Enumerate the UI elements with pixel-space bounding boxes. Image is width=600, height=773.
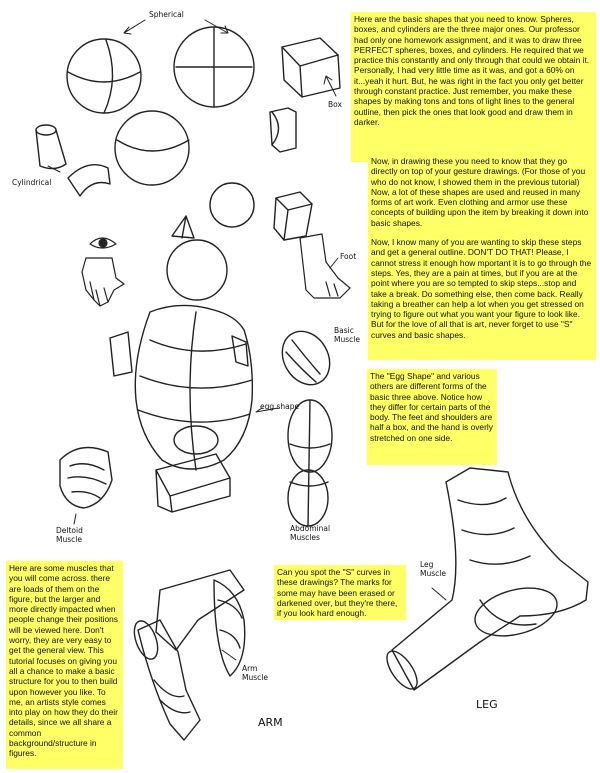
hand-sketch bbox=[81, 257, 125, 307]
small-pyramid-sketch bbox=[171, 215, 195, 239]
box-sketch-1 bbox=[281, 37, 341, 98]
note-gesture-drawings: Now, in drawing these you need to know t… bbox=[368, 154, 596, 360]
note-gesture-para-1: Now, in drawing these you need to know t… bbox=[371, 156, 589, 228]
label-box: Box bbox=[328, 100, 342, 109]
small-box-sketch bbox=[273, 191, 313, 241]
small-sphere-sketch bbox=[209, 182, 255, 228]
foot-sketch bbox=[299, 233, 351, 299]
arm-sketch bbox=[133, 569, 246, 741]
label-basic-muscle: Basic Muscle bbox=[334, 326, 360, 344]
cylinder-sketch-2 bbox=[67, 164, 111, 197]
label-deltoid: Deltoid Muscle bbox=[56, 526, 83, 544]
label-abdominal: Abdominal Muscles bbox=[290, 524, 331, 542]
label-foot: Foot bbox=[340, 252, 357, 261]
cylinder-sketch-1 bbox=[35, 124, 67, 170]
deltoid-sketch bbox=[59, 446, 113, 509]
abdominal-sketch bbox=[287, 399, 333, 527]
label-cylindrical: Cylindrical bbox=[12, 178, 52, 187]
note-basic-shapes-text: Here are the basic shapes that you need … bbox=[354, 14, 590, 127]
eye-sketch bbox=[89, 237, 117, 249]
label-spherical: Spherical bbox=[149, 10, 184, 19]
note-egg-shape: The "Egg Shape" and various others are d… bbox=[367, 369, 497, 465]
label-leg: LEG bbox=[476, 698, 498, 711]
note-s-curves-text: Can you spot the "S" curves in these dra… bbox=[277, 567, 398, 619]
note-muscles: Here are some muscles that you will come… bbox=[6, 561, 123, 769]
leg-sketch bbox=[386, 467, 589, 691]
sphere-sketch-3 bbox=[114, 110, 190, 186]
note-s-curves: Can you spot the "S" curves in these dra… bbox=[274, 565, 406, 620]
note-basic-shapes: Here are the basic shapes that you need … bbox=[351, 12, 596, 162]
label-egg-shape: egg shape bbox=[260, 402, 300, 411]
sphere-sketch-2 bbox=[173, 26, 255, 108]
note-muscles-text: Here are some muscles that you will come… bbox=[9, 563, 118, 759]
note-egg-shape-text: The "Egg Shape" and various others are d… bbox=[370, 371, 493, 443]
box-sketch-2 bbox=[269, 107, 297, 153]
label-leg-muscle: Leg Muscle bbox=[420, 560, 446, 578]
torso-sketch bbox=[109, 239, 253, 513]
label-arm-muscle: Arm Muscle bbox=[242, 664, 268, 682]
label-arm: ARM bbox=[258, 716, 283, 729]
sphere-sketch-1 bbox=[66, 38, 142, 114]
basic-muscle-sketch bbox=[281, 330, 331, 386]
note-gesture-para-2: Now, I know many of you are wanting to s… bbox=[371, 237, 592, 340]
